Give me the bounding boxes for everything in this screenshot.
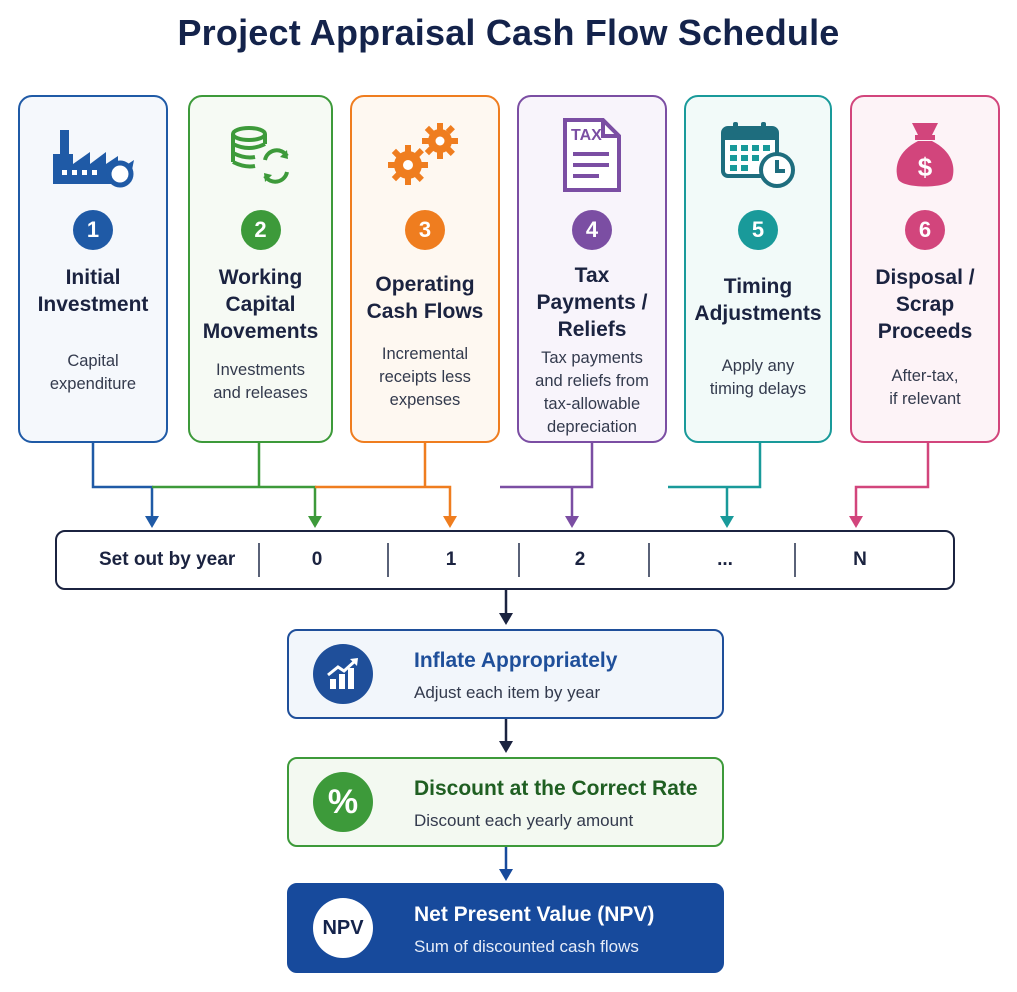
coins-cycle-icon xyxy=(190,115,331,195)
tax-document-icon: TAX xyxy=(519,115,665,195)
divider xyxy=(648,543,650,577)
year-0: 0 xyxy=(311,549,323,570)
year-1: 1 xyxy=(445,549,457,570)
money-bag-icon: $ xyxy=(852,115,998,195)
step-description: Discount each yearly amount xyxy=(414,811,634,830)
growth-chart-icon xyxy=(313,644,373,704)
step-number: 3 xyxy=(405,210,445,250)
step-npv: NPV Net Present Value (NPV) Sum of disco… xyxy=(287,883,724,973)
step-discount: % Discount at the Correct Rate Discount … xyxy=(287,757,724,847)
step-description: Adjust each item by year xyxy=(414,683,601,702)
year-ellipsis: ... xyxy=(717,549,733,570)
divider xyxy=(258,543,260,577)
year-bar-label: Set out by year xyxy=(99,549,236,570)
step-number: 1 xyxy=(73,210,113,250)
step-number: 2 xyxy=(240,210,281,250)
svg-text:$: $ xyxy=(918,152,933,182)
divider xyxy=(518,543,520,577)
step-number: 6 xyxy=(905,210,945,250)
year-n: N xyxy=(853,549,867,570)
svg-text:TAX: TAX xyxy=(571,127,602,144)
step-inflate: Inflate Appropriately Adjust each item b… xyxy=(287,629,724,719)
step-title: Net Present Value (NPV) xyxy=(414,903,655,926)
step-title: Discount at the Correct Rate xyxy=(414,777,698,800)
step-number: 5 xyxy=(738,210,778,250)
factory-icon xyxy=(20,115,166,195)
card-description: After-tax,if relevant xyxy=(889,367,961,408)
percent-icon: % xyxy=(313,772,373,832)
gears-icon xyxy=(352,115,498,195)
step-title: Inflate Appropriately xyxy=(414,649,618,672)
divider xyxy=(387,543,389,577)
page-title: Project Appraisal Cash Flow Schedule xyxy=(177,12,840,53)
calendar-clock-icon xyxy=(686,115,830,195)
step-number: 4 xyxy=(572,210,612,250)
step-description: Sum of discounted cash flows xyxy=(414,937,639,956)
year-bar: Set out by year 0 1 2 ... N xyxy=(55,530,955,590)
divider xyxy=(794,543,796,577)
npv-badge: NPV xyxy=(313,898,373,958)
year-2: 2 xyxy=(574,549,586,570)
